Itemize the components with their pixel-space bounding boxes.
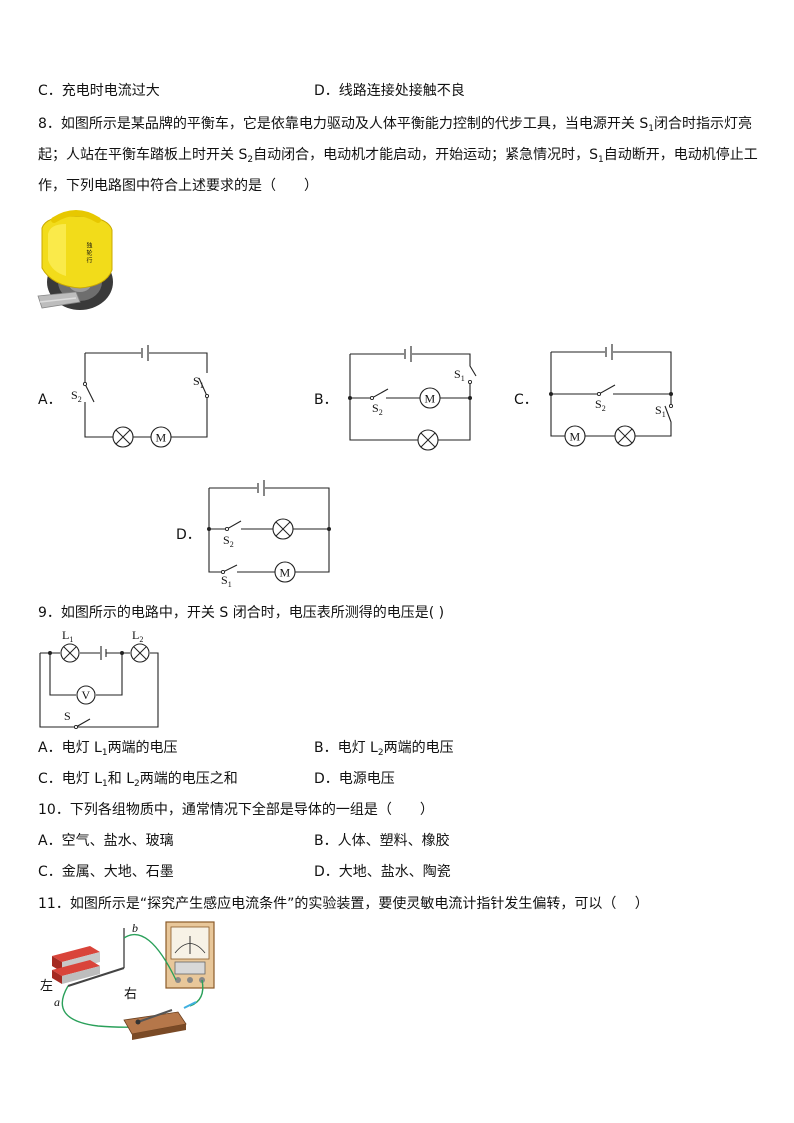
svg-text:L2: L2: [132, 628, 143, 644]
q8-option-d-label: D．: [176, 527, 201, 543]
q7-option-d: D．线路连接处接触不良: [314, 83, 465, 99]
motor-icon: M: [274, 561, 296, 583]
svg-text:S1: S1: [221, 573, 232, 589]
svg-text:S1: S1: [193, 374, 204, 390]
q9-option-c: C．电灯 L1和 L2两端的电压之和: [38, 771, 238, 789]
q9-option-b: B．电灯 L2两端的电压: [314, 740, 454, 758]
motor-icon: M: [150, 426, 172, 448]
motor-icon: M: [564, 425, 586, 447]
lamp-icon: [272, 518, 294, 540]
q11-label-left: 左: [40, 978, 53, 993]
voltmeter-icon: V: [76, 685, 96, 705]
q9-option-d: D．电源电压: [314, 771, 395, 787]
q11-stem: 11．如图所示是“探究产生感应电流条件”的实验装置，要使灵敏电流计指针发生偏转，…: [38, 896, 649, 912]
lamp-l2-icon: [130, 643, 150, 663]
svg-text:M: M: [425, 392, 436, 406]
q10-option-a: A．空气、盐水、玻璃: [38, 833, 174, 849]
induction-apparatus-image: 左 右 a b: [40, 921, 215, 1040]
q10-option-c: C．金属、大地、石墨: [38, 864, 174, 880]
svg-text:S1: S1: [454, 367, 465, 383]
q8-stem-line3: 作，下列电路图中符合上述要求的是（ ）: [38, 178, 318, 194]
q9-option-a: A．电灯 L1两端的电压: [38, 740, 178, 758]
svg-text:S2: S2: [372, 401, 383, 417]
circuit-b: M S2 S1: [348, 346, 477, 451]
circuit-c: M S2 S1: [549, 344, 674, 447]
svg-text:S2: S2: [223, 533, 234, 549]
q7-option-c: C．充电时电流过大: [38, 83, 160, 99]
circuit-d: M S2 S1: [207, 480, 331, 589]
svg-text:S1: S1: [655, 403, 666, 419]
balance-scooter-image: 独 轮 行: [37, 210, 113, 310]
q10-option-d: D．大地、盐水、陶瓷: [314, 864, 451, 880]
lamp-icon: [112, 426, 134, 448]
svg-text:M: M: [570, 430, 581, 444]
q11-label-b: b: [132, 921, 138, 935]
scooter-brand-text: 独 轮 行: [85, 241, 92, 264]
q11-label-a: a: [54, 995, 60, 1009]
circuit-a: M S2 S1: [71, 345, 210, 448]
svg-text:L1: L1: [62, 628, 73, 644]
svg-text:S2: S2: [71, 388, 82, 404]
q8-option-c-label: C．: [514, 392, 538, 408]
lamp-l1-icon: [60, 643, 80, 663]
q8-option-a-label: A．: [38, 392, 62, 408]
svg-text:M: M: [156, 431, 167, 445]
motor-icon: M: [419, 387, 441, 409]
q10-option-b: B．人体、塑料、橡胶: [314, 833, 450, 849]
circuit-q9: V L1 L2 S: [39, 628, 159, 730]
svg-text:M: M: [280, 566, 291, 580]
q10-stem: 10．下列各组物质中，通常情况下全部是导体的一组是（ ）: [38, 802, 434, 818]
lamp-icon: [614, 425, 636, 447]
svg-text:S: S: [64, 709, 71, 723]
svg-text:V: V: [82, 688, 91, 702]
svg-text:S2: S2: [595, 397, 606, 413]
q9-stem: 9．如图所示的电路中，开关 S 闭合时，电压表所测得的电压是( ): [38, 605, 445, 621]
lamp-icon: [417, 429, 439, 451]
q8-option-b-label: B．: [314, 392, 338, 408]
q11-label-right: 右: [124, 986, 137, 1001]
q8-stem-line1: 8．如图所示是某品牌的平衡车，它是依靠电力驱动及人体平衡能力控制的代步工具，当电…: [38, 116, 752, 134]
q8-stem-line2: 起；人站在平衡车踏板上时开关 S2自动闭合，电动机才能启动，开始运动；紧急情况时…: [38, 147, 758, 165]
